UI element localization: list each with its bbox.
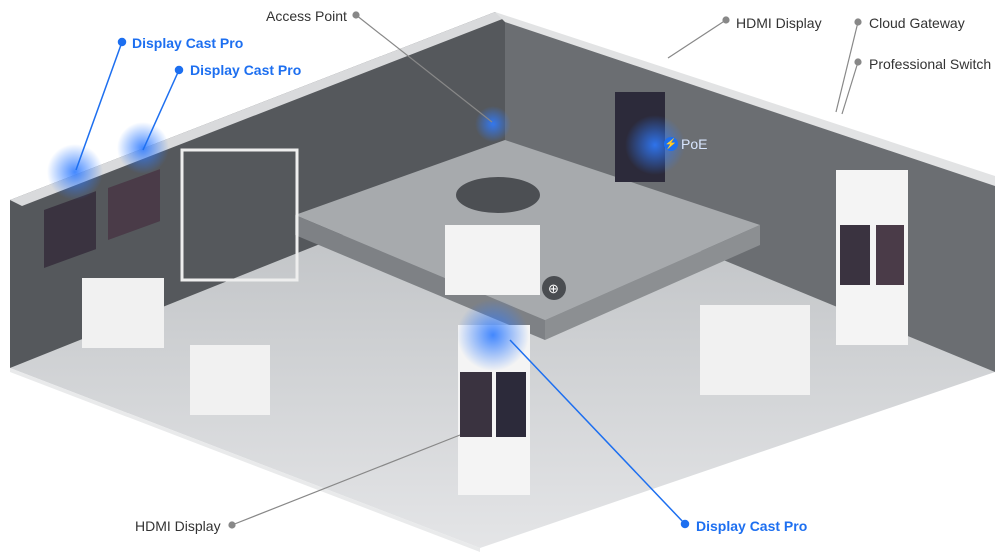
- round-table: [456, 177, 540, 213]
- label-cloud-gateway: Cloud Gateway: [869, 15, 965, 31]
- counter: [445, 225, 540, 295]
- label-display-cast-pro-1: Display Cast Pro: [132, 35, 244, 51]
- floor-edge: [10, 368, 480, 552]
- svg-text:⊕: ⊕: [548, 281, 559, 296]
- label-display-cast-pro-bottom: Display Cast Pro: [696, 518, 808, 534]
- shelf: [700, 305, 810, 395]
- label-hdmi-display-bottom: HDMI Display: [135, 518, 221, 534]
- wall-display: [44, 191, 96, 268]
- wall-display: [108, 169, 160, 240]
- label-access-point: Access Point: [266, 8, 347, 24]
- shelf: [190, 345, 270, 415]
- globe-icon: [542, 276, 566, 300]
- shelf: [180, 148, 299, 282]
- poe-badge: ⚡ PoE: [664, 136, 707, 152]
- poe-label: PoE: [681, 136, 708, 152]
- label-professional-switch: Professional Switch: [869, 56, 992, 72]
- lightning-icon: ⚡: [664, 137, 678, 151]
- shelf: [82, 278, 164, 348]
- label-hdmi-display-top: HDMI Display: [736, 15, 822, 31]
- label-display-cast-pro-2: Display Cast Pro: [190, 62, 302, 78]
